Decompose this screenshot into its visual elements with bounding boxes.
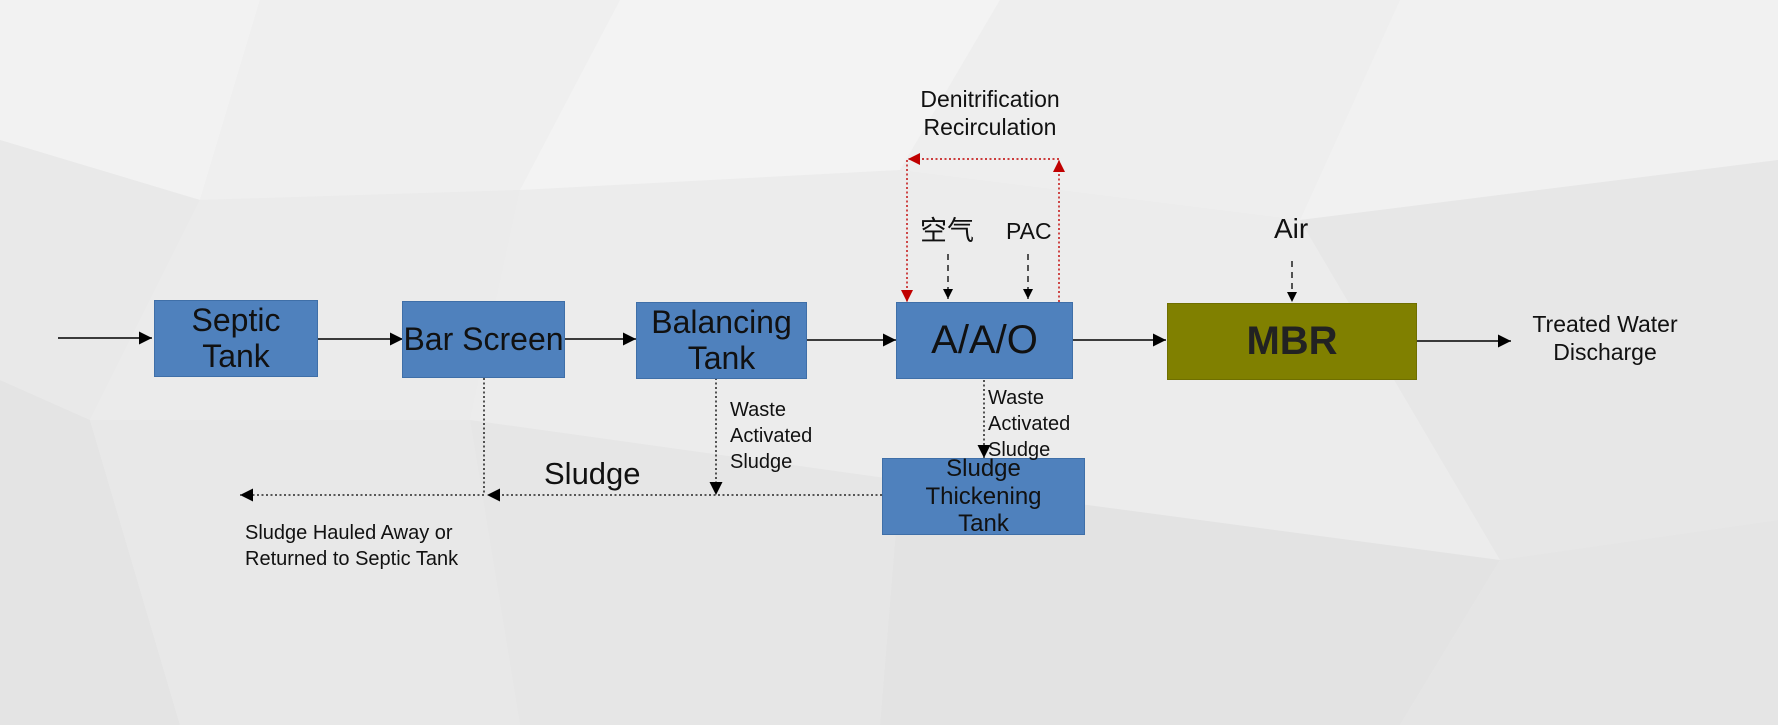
balancing-tank-label: Balancing Tank	[651, 303, 792, 376]
mbr-box: MBR	[1167, 303, 1417, 380]
pac-label: PAC	[1006, 218, 1052, 244]
sludge-hauled-away-label: Sludge Hauled Away or Returned to Septic…	[245, 522, 459, 570]
waste-activated-sludge-label-1: Waste Activated Sludge	[730, 399, 813, 473]
septic-tank-label: Septic Tank	[191, 301, 281, 374]
sludge-label: Sludge	[544, 456, 641, 491]
aao-box: A/A/O	[896, 302, 1073, 379]
waste-activated-sludge-label-2: Waste Activated Sludge	[988, 387, 1071, 461]
bar-screen-box: Bar Screen	[402, 301, 565, 378]
sludge-thickening-tank-box: Sludge Thickening Tank	[882, 455, 1085, 538]
septic-tank-box: Septic Tank	[154, 300, 318, 377]
air-label: Air	[1274, 213, 1309, 244]
mbr-label: MBR	[1246, 319, 1338, 364]
aao-label: A/A/O	[931, 318, 1038, 363]
treated-water-discharge-label: Treated Water Discharge	[1532, 311, 1678, 365]
balancing-tank-box: Balancing Tank	[636, 302, 807, 379]
air-cn-label: 空气	[920, 216, 974, 247]
denitrification-recirculation-label: Denitrification Recirculation	[920, 86, 1060, 140]
sludge-thickening-tank-label: Sludge Thickening Tank	[925, 455, 1042, 538]
bar-screen-label: Bar Screen	[403, 320, 564, 357]
